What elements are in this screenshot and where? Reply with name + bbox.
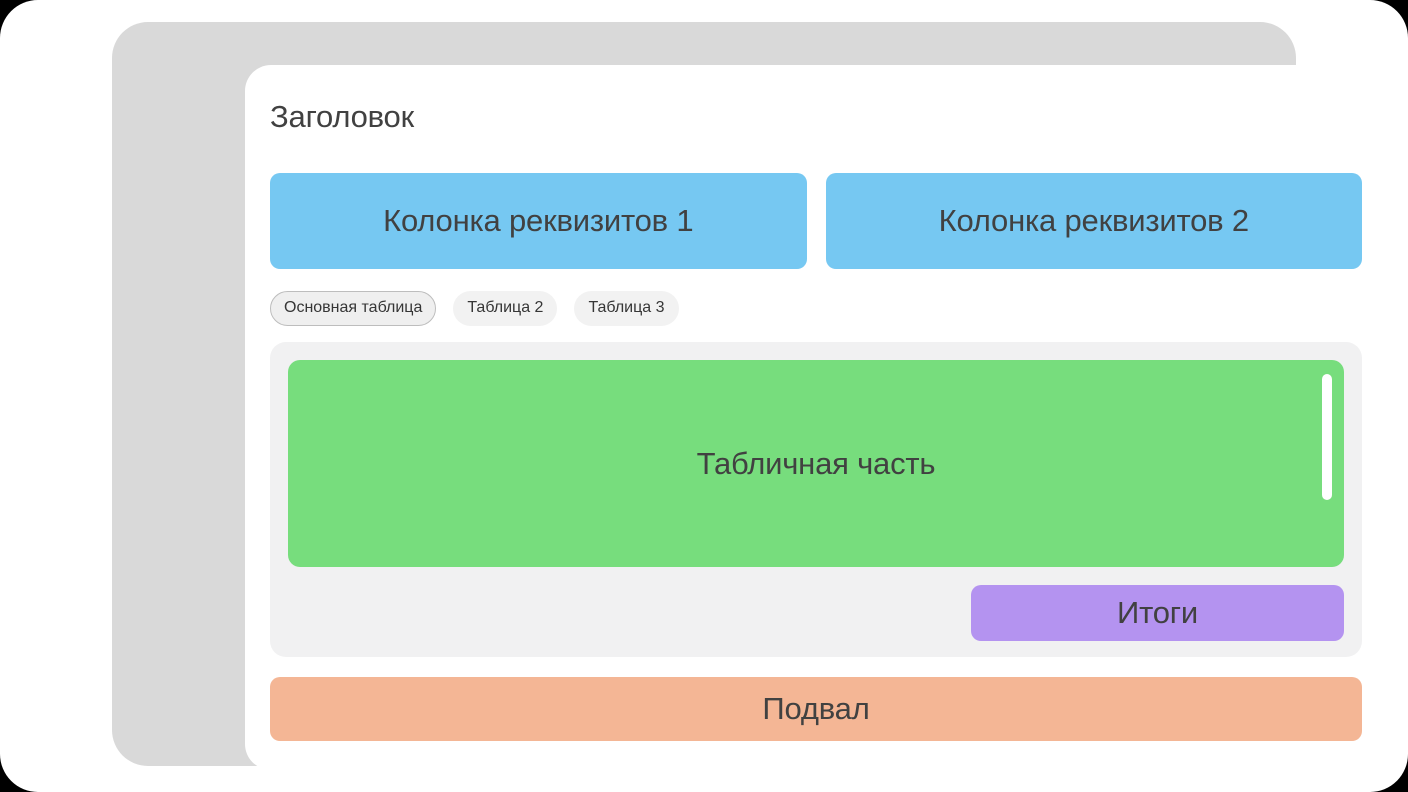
tab-table-2[interactable]: Таблица 2 — [453, 290, 558, 326]
form-outer-frame: Заголовок Колонка реквизитов 1 Колонка р… — [112, 22, 1388, 770]
requisites-column-1: Колонка реквизитов 1 — [270, 173, 807, 269]
requisites-column-2: Колонка реквизитов 2 — [825, 173, 1362, 269]
tab-table-3[interactable]: Таблица 3 — [574, 290, 679, 326]
footer-label: Подвал — [762, 691, 870, 726]
requisites-column-1-label: Колонка реквизитов 1 — [383, 203, 694, 238]
scrollbar-thumb[interactable] — [1322, 374, 1332, 500]
requisites-column-2-label: Колонка реквизитов 2 — [938, 203, 1249, 238]
tab-main-table[interactable]: Основная таблица — [270, 290, 437, 326]
footer-block: Подвал — [270, 677, 1362, 741]
tab-table-2-label: Таблица 2 — [467, 299, 544, 316]
form-card: Заголовок Колонка реквизитов 1 Колонка р… — [245, 65, 1388, 770]
tabular-part-label: Табличная часть — [696, 445, 936, 481]
totals-block: Итоги — [971, 585, 1344, 641]
tab-table-3-label: Таблица 3 — [588, 299, 665, 316]
page-title: Заголовок — [270, 99, 414, 134]
table-tabs: Основная таблица Таблица 2 Таблица 3 — [270, 290, 679, 326]
totals-label: Итоги — [1117, 595, 1198, 630]
tabular-part-block: Табличная часть — [288, 360, 1344, 567]
tab-main-table-label: Основная таблица — [284, 299, 423, 316]
requisites-row: Колонка реквизитов 1 Колонка реквизитов … — [270, 173, 1362, 269]
table-panel: Табличная часть Итоги — [270, 342, 1362, 657]
